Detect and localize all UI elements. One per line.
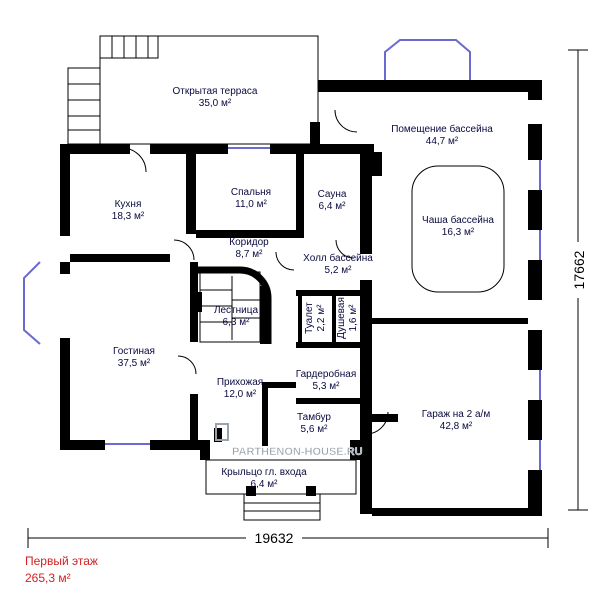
room-name-garage: Гараж на 2 а/м <box>422 409 491 420</box>
room-name-porch: Крыльцо гл. входа <box>221 467 307 478</box>
dimension-width: 19632 <box>255 530 294 546</box>
floor-caption: Первый этаж <box>25 554 98 568</box>
stair-curve <box>198 266 272 344</box>
watermark-text: PARTHENON-HOUSE.RU <box>232 446 363 458</box>
room-name-terrace: Открытая терраса <box>173 86 258 97</box>
dimension-horizontal: 19632 <box>27 528 549 548</box>
room-name-sauna: Сауна <box>318 189 347 200</box>
room-name-wardrobe: Гардеробная <box>296 368 357 380</box>
room-name-pool-room: Помещение бассейна <box>391 123 493 135</box>
dimension-vertical: 17662 <box>568 49 588 511</box>
room-area-wardrobe: 5,3 м² <box>313 381 341 392</box>
room-area-shower: 1,6 м² <box>348 304 359 332</box>
room-name-kitchen: Кухня <box>115 199 142 210</box>
watermark-logo-icon <box>215 423 229 441</box>
room-area-garage: 42,8 м² <box>440 421 473 432</box>
room-name-stairs: Лестница <box>214 305 259 316</box>
room-area-corridor: 8,7 м² <box>236 249 264 260</box>
room-area-living: 37,5 м² <box>118 358 151 369</box>
room-name-hallway: Прихожая <box>217 377 263 388</box>
watermark: PARTHENON-HOUSE.RU <box>215 423 363 458</box>
room-area-porch: 6,4 м² <box>251 479 279 490</box>
room-labels: Открытая терраса 35,0 м² Помещение бассе… <box>112 86 495 490</box>
room-area-sauna: 6,4 м² <box>319 201 347 212</box>
floor-total-area: 265,3 м² <box>25 571 71 585</box>
room-area-vestibule: 5,6 м² <box>301 424 329 435</box>
room-area-stairs: 6,3 м² <box>223 317 251 328</box>
rotated-labels: Туалет 2,2 м² Душевая 1,6 м² <box>304 297 359 339</box>
room-area-kitchen: 18,3 м² <box>112 211 145 222</box>
room-name-toilet: Туалет <box>304 302 315 334</box>
room-area-bedroom: 11,0 м² <box>235 199 267 210</box>
walls <box>60 80 542 516</box>
room-name-pool-bowl: Чаша бассейна <box>422 214 494 226</box>
room-name-vestibule: Тамбур <box>297 411 331 423</box>
room-area-toilet: 2,2 м² <box>316 304 327 332</box>
room-area-pool-bowl: 16,3 м² <box>442 227 475 238</box>
room-name-shower: Душевая <box>336 297 347 339</box>
room-name-living: Гостиная <box>113 346 155 357</box>
room-area-hallway: 12,0 м² <box>224 389 257 400</box>
room-area-terrace: 35,0 м² <box>199 98 232 109</box>
room-area-pool-room: 44,7 м² <box>426 136 459 147</box>
room-name-bedroom: Спальня <box>231 187 271 198</box>
room-name-corridor: Коридор <box>229 237 269 248</box>
dimension-height: 17662 <box>571 250 587 289</box>
room-area-pool-hall: 5,2 м² <box>325 265 353 276</box>
room-name-pool-hall: Холл бассейна <box>303 252 373 264</box>
